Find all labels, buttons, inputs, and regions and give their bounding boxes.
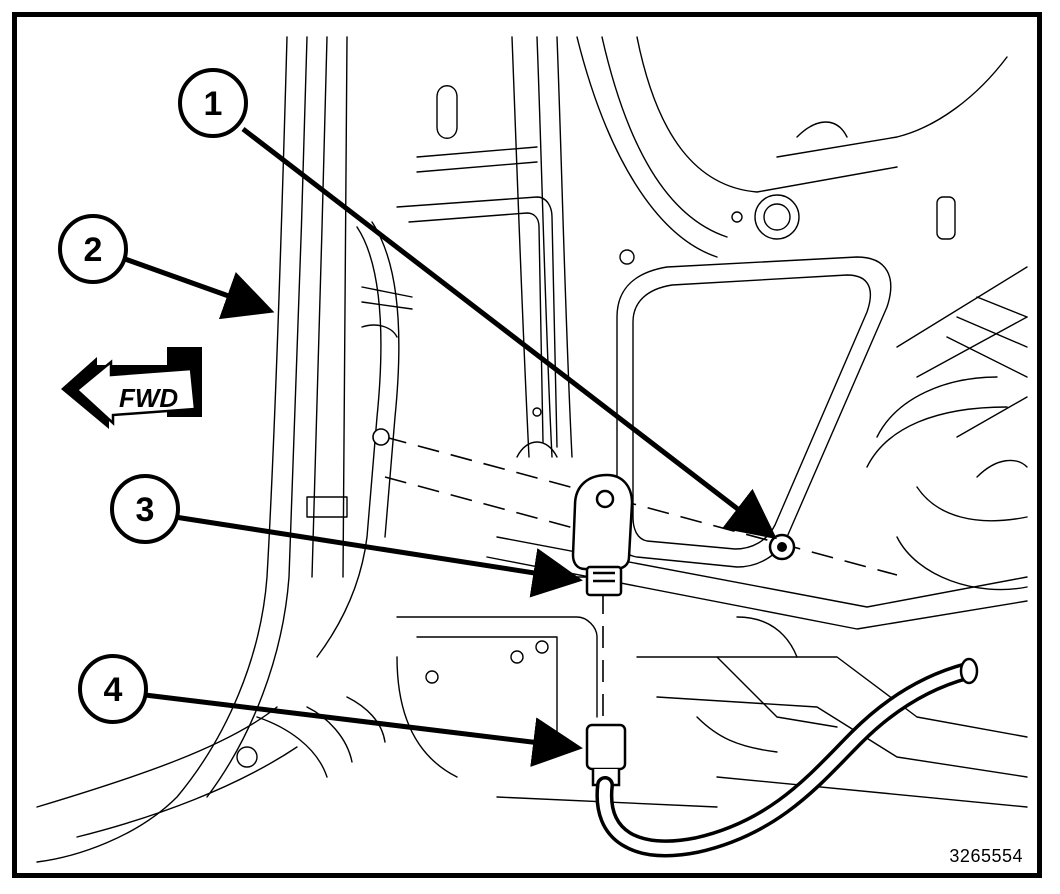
pillar-inner-line bbox=[206, 36, 308, 798]
callout-4-circle bbox=[78, 654, 148, 724]
diagram-frame: FWD 1 2 3 4 3265554 bbox=[12, 12, 1042, 878]
pillar-outer-line bbox=[36, 36, 288, 863]
wire-harness-connector bbox=[585, 723, 627, 787]
callout-3-leader bbox=[174, 514, 583, 598]
callout-2-label: 2 bbox=[84, 231, 103, 269]
fwd-label: FWD bbox=[119, 383, 178, 413]
mounting-stud-nut bbox=[768, 533, 796, 561]
vehicle-body-diagram: FWD 1 2 3 4 bbox=[36, 36, 1028, 863]
callout-1-circle bbox=[178, 68, 248, 138]
forward-direction-arrow: FWD bbox=[61, 347, 202, 429]
callout-2-leader bbox=[124, 256, 275, 320]
callout-4-label: 4 bbox=[104, 671, 123, 709]
callout-4-leader bbox=[144, 692, 583, 767]
callout-1-label: 1 bbox=[204, 85, 223, 123]
callout-2-circle bbox=[58, 214, 128, 284]
callout-3-label: 3 bbox=[136, 491, 155, 529]
callout-3-circle bbox=[110, 474, 180, 544]
callout-1-leader bbox=[241, 127, 777, 540]
harness-end bbox=[959, 657, 979, 685]
sensor bbox=[571, 473, 634, 597]
stud-alignment-dashed-line bbox=[384, 436, 898, 576]
mounting-hole bbox=[372, 428, 390, 446]
figure-number: 3265554 bbox=[949, 846, 1023, 866]
